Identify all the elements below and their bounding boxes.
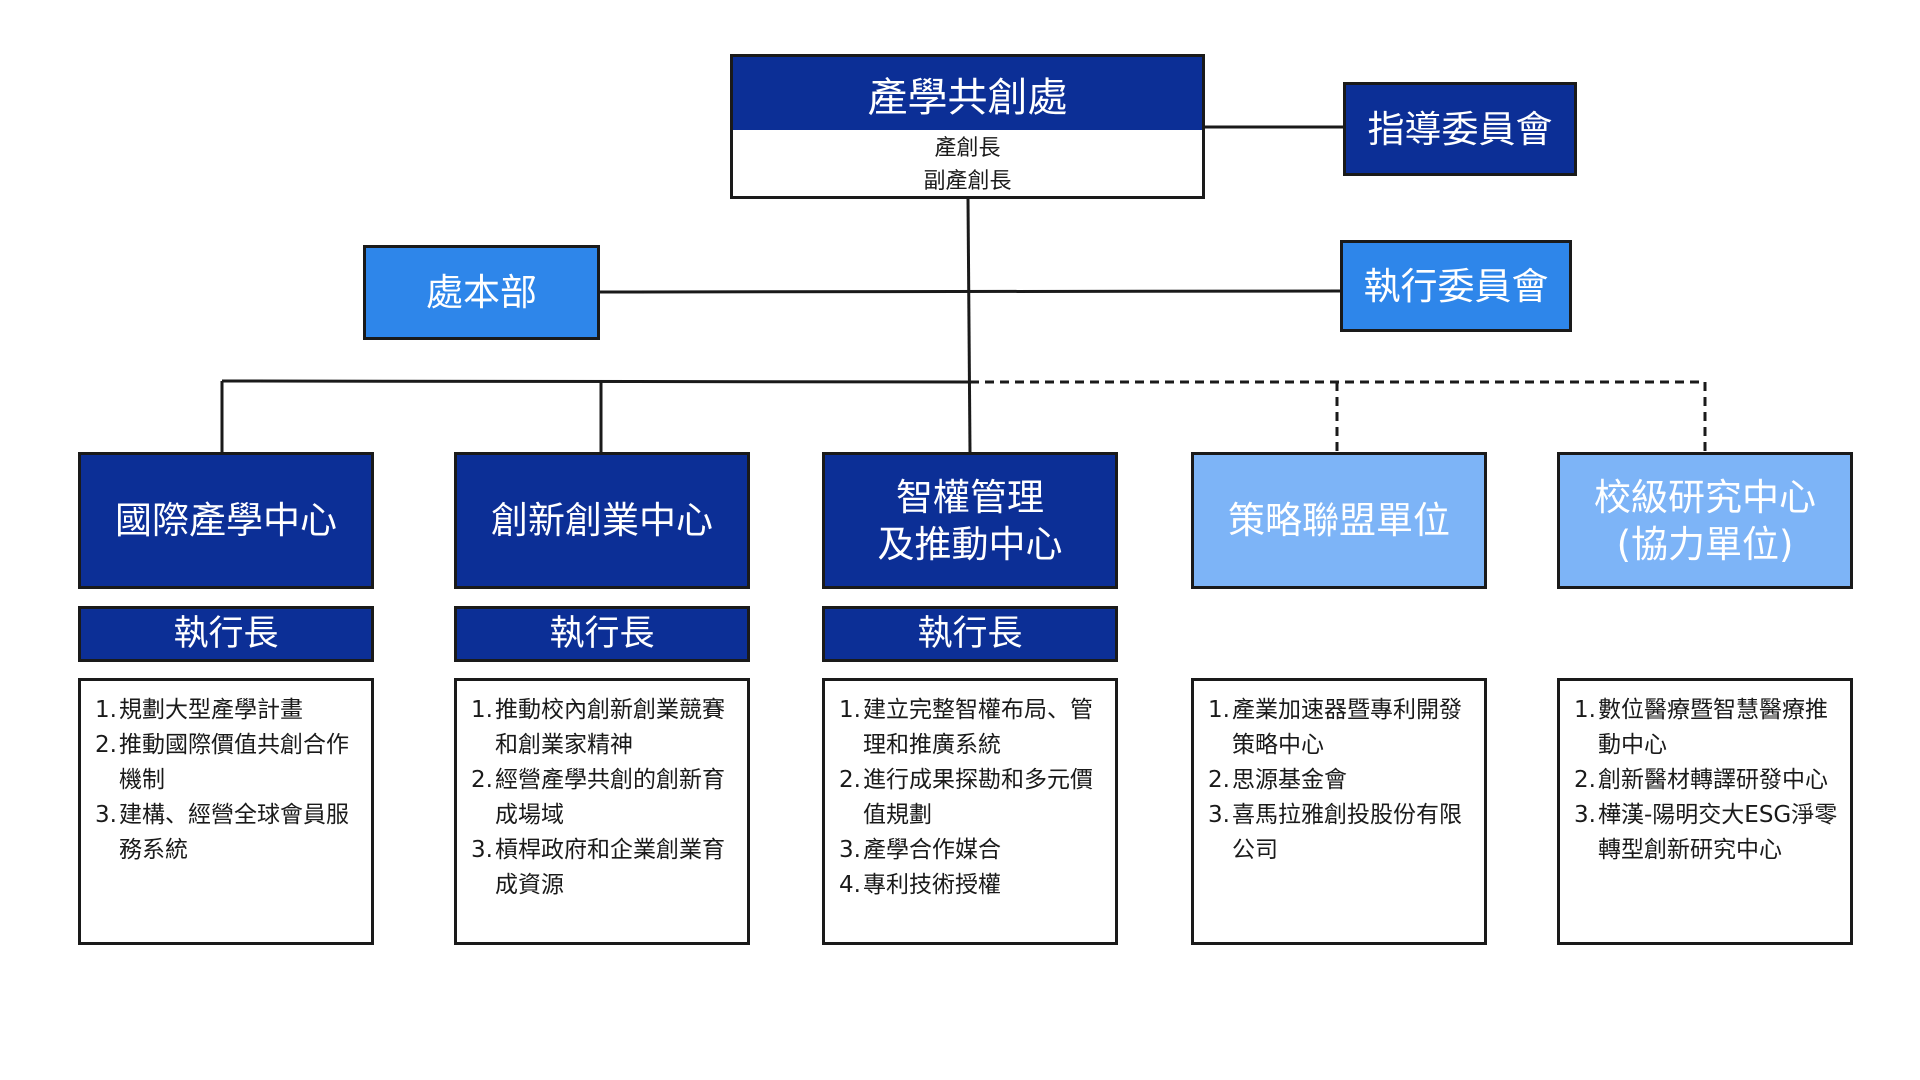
lead-label: 執行長 — [549, 614, 655, 654]
duty-list: 1.建立完整智權布局、管理和推廣系統 2.進行成果探勘和多元價值規劃 3.產學合… — [839, 693, 1105, 903]
duty-item: 3.建構、經營全球會員服務系統 — [95, 802, 349, 863]
center-box-research: 校級研究中心 (協力單位) — [1557, 452, 1853, 589]
root-unit-title: 產學共創處 — [733, 57, 1202, 130]
center-name: 創新創業中心 — [491, 499, 713, 542]
center-box-innovation: 創新創業中心 — [454, 452, 750, 589]
lead-label: 執行長 — [173, 614, 279, 654]
duty-item: 2.思源基金會 — [1208, 767, 1347, 793]
connector-trunk — [966, 198, 972, 453]
duty-box-ip: 1.建立完整智權布局、管理和推廣系統 2.進行成果探勘和多元價值規劃 3.產學合… — [822, 678, 1118, 945]
duty-item: 3.產學合作媒合 — [839, 837, 1001, 863]
guidance-committee-box: 指導委員會 — [1343, 82, 1577, 176]
duty-item: 1.數位醫療暨智慧醫療推動中心 — [1574, 697, 1828, 758]
duty-item: 1.建立完整智權布局、管理和推廣系統 — [839, 697, 1093, 758]
connector-hq-executive — [599, 289, 1341, 294]
center-box-international: 國際產學中心 — [78, 452, 374, 589]
guidance-committee-label: 指導委員會 — [1367, 107, 1553, 151]
duty-item: 3.槓桿政府和企業創業育成資源 — [471, 837, 725, 898]
duty-list: 1.規劃大型產學計畫 2.推動國際價值共創合作機制 3.建構、經營全球會員服務系… — [95, 693, 361, 868]
hq-label: 處本部 — [426, 271, 537, 314]
duty-item: 2.創新醫材轉譯研發中心 — [1574, 767, 1828, 793]
lead-box-ip: 執行長 — [822, 606, 1118, 662]
duty-item: 1.規劃大型產學計畫 — [95, 697, 303, 723]
center-name: 智權管理 及推動中心 — [877, 475, 1063, 566]
executive-committee-box: 執行委員會 — [1340, 240, 1572, 332]
duty-box-innovation: 1.推動校內創新創業競賽和創業家精神 2.經營產學共創的創新育成場域 3.槓桿政… — [454, 678, 750, 945]
duty-box-research: 1.數位醫療暨智慧醫療推動中心 2.創新醫材轉譯研發中心 3.樺漢-陽明交大ES… — [1557, 678, 1853, 945]
duty-list: 1.數位醫療暨智慧醫療推動中心 2.創新醫材轉譯研發中心 3.樺漢-陽明交大ES… — [1574, 693, 1840, 868]
center-box-ip: 智權管理 及推動中心 — [822, 452, 1118, 589]
duty-item: 1.推動校內創新創業競賽和創業家精神 — [471, 697, 725, 758]
duty-list: 1.推動校內創新創業競賽和創業家精神 2.經營產學共創的創新育成場域 3.槓桿政… — [471, 693, 737, 903]
duty-list: 1.產業加速器暨專利開發策略中心 2.思源基金會 3.喜馬拉雅創投股份有限公司 — [1208, 693, 1474, 868]
duty-box-international: 1.規劃大型產學計畫 2.推動國際價值共創合作機制 3.建構、經營全球會員服務系… — [78, 678, 374, 945]
duty-item: 3.樺漢-陽明交大ESG淨零轉型創新研究中心 — [1574, 802, 1838, 863]
root-unit-roles: 產創長 副產創長 — [733, 130, 1202, 198]
center-box-alliance: 策略聯盟單位 — [1191, 452, 1487, 589]
duty-item: 3.喜馬拉雅創投股份有限公司 — [1208, 802, 1462, 863]
duty-item: 2.進行成果探勘和多元價值規劃 — [839, 767, 1093, 828]
root-role-2: 副產創長 — [923, 169, 1012, 194]
executive-committee-label: 執行委員會 — [1363, 264, 1549, 308]
lead-box-international: 執行長 — [78, 606, 374, 662]
duty-box-alliance: 1.產業加速器暨專利開發策略中心 2.思源基金會 3.喜馬拉雅創投股份有限公司 — [1191, 678, 1487, 945]
hq-box: 處本部 — [363, 245, 600, 340]
center-name: 校級研究中心 (協力單位) — [1594, 475, 1816, 566]
root-role-1: 產創長 — [934, 136, 1001, 161]
connector-bus-solid — [221, 379, 971, 384]
lead-box-innovation: 執行長 — [454, 606, 750, 662]
duty-item: 2.經營產學共創的創新育成場域 — [471, 767, 725, 828]
duty-item: 2.推動國際價值共創合作機制 — [95, 732, 349, 793]
duty-item: 4.專利技術授權 — [839, 872, 1001, 898]
lead-label: 執行長 — [917, 614, 1023, 654]
center-name: 策略聯盟單位 — [1228, 499, 1450, 542]
duty-item: 1.產業加速器暨專利開發策略中心 — [1208, 697, 1462, 758]
root-unit-box: 產學共創處 產創長 副產創長 — [730, 54, 1205, 199]
center-name: 國際產學中心 — [115, 499, 337, 542]
